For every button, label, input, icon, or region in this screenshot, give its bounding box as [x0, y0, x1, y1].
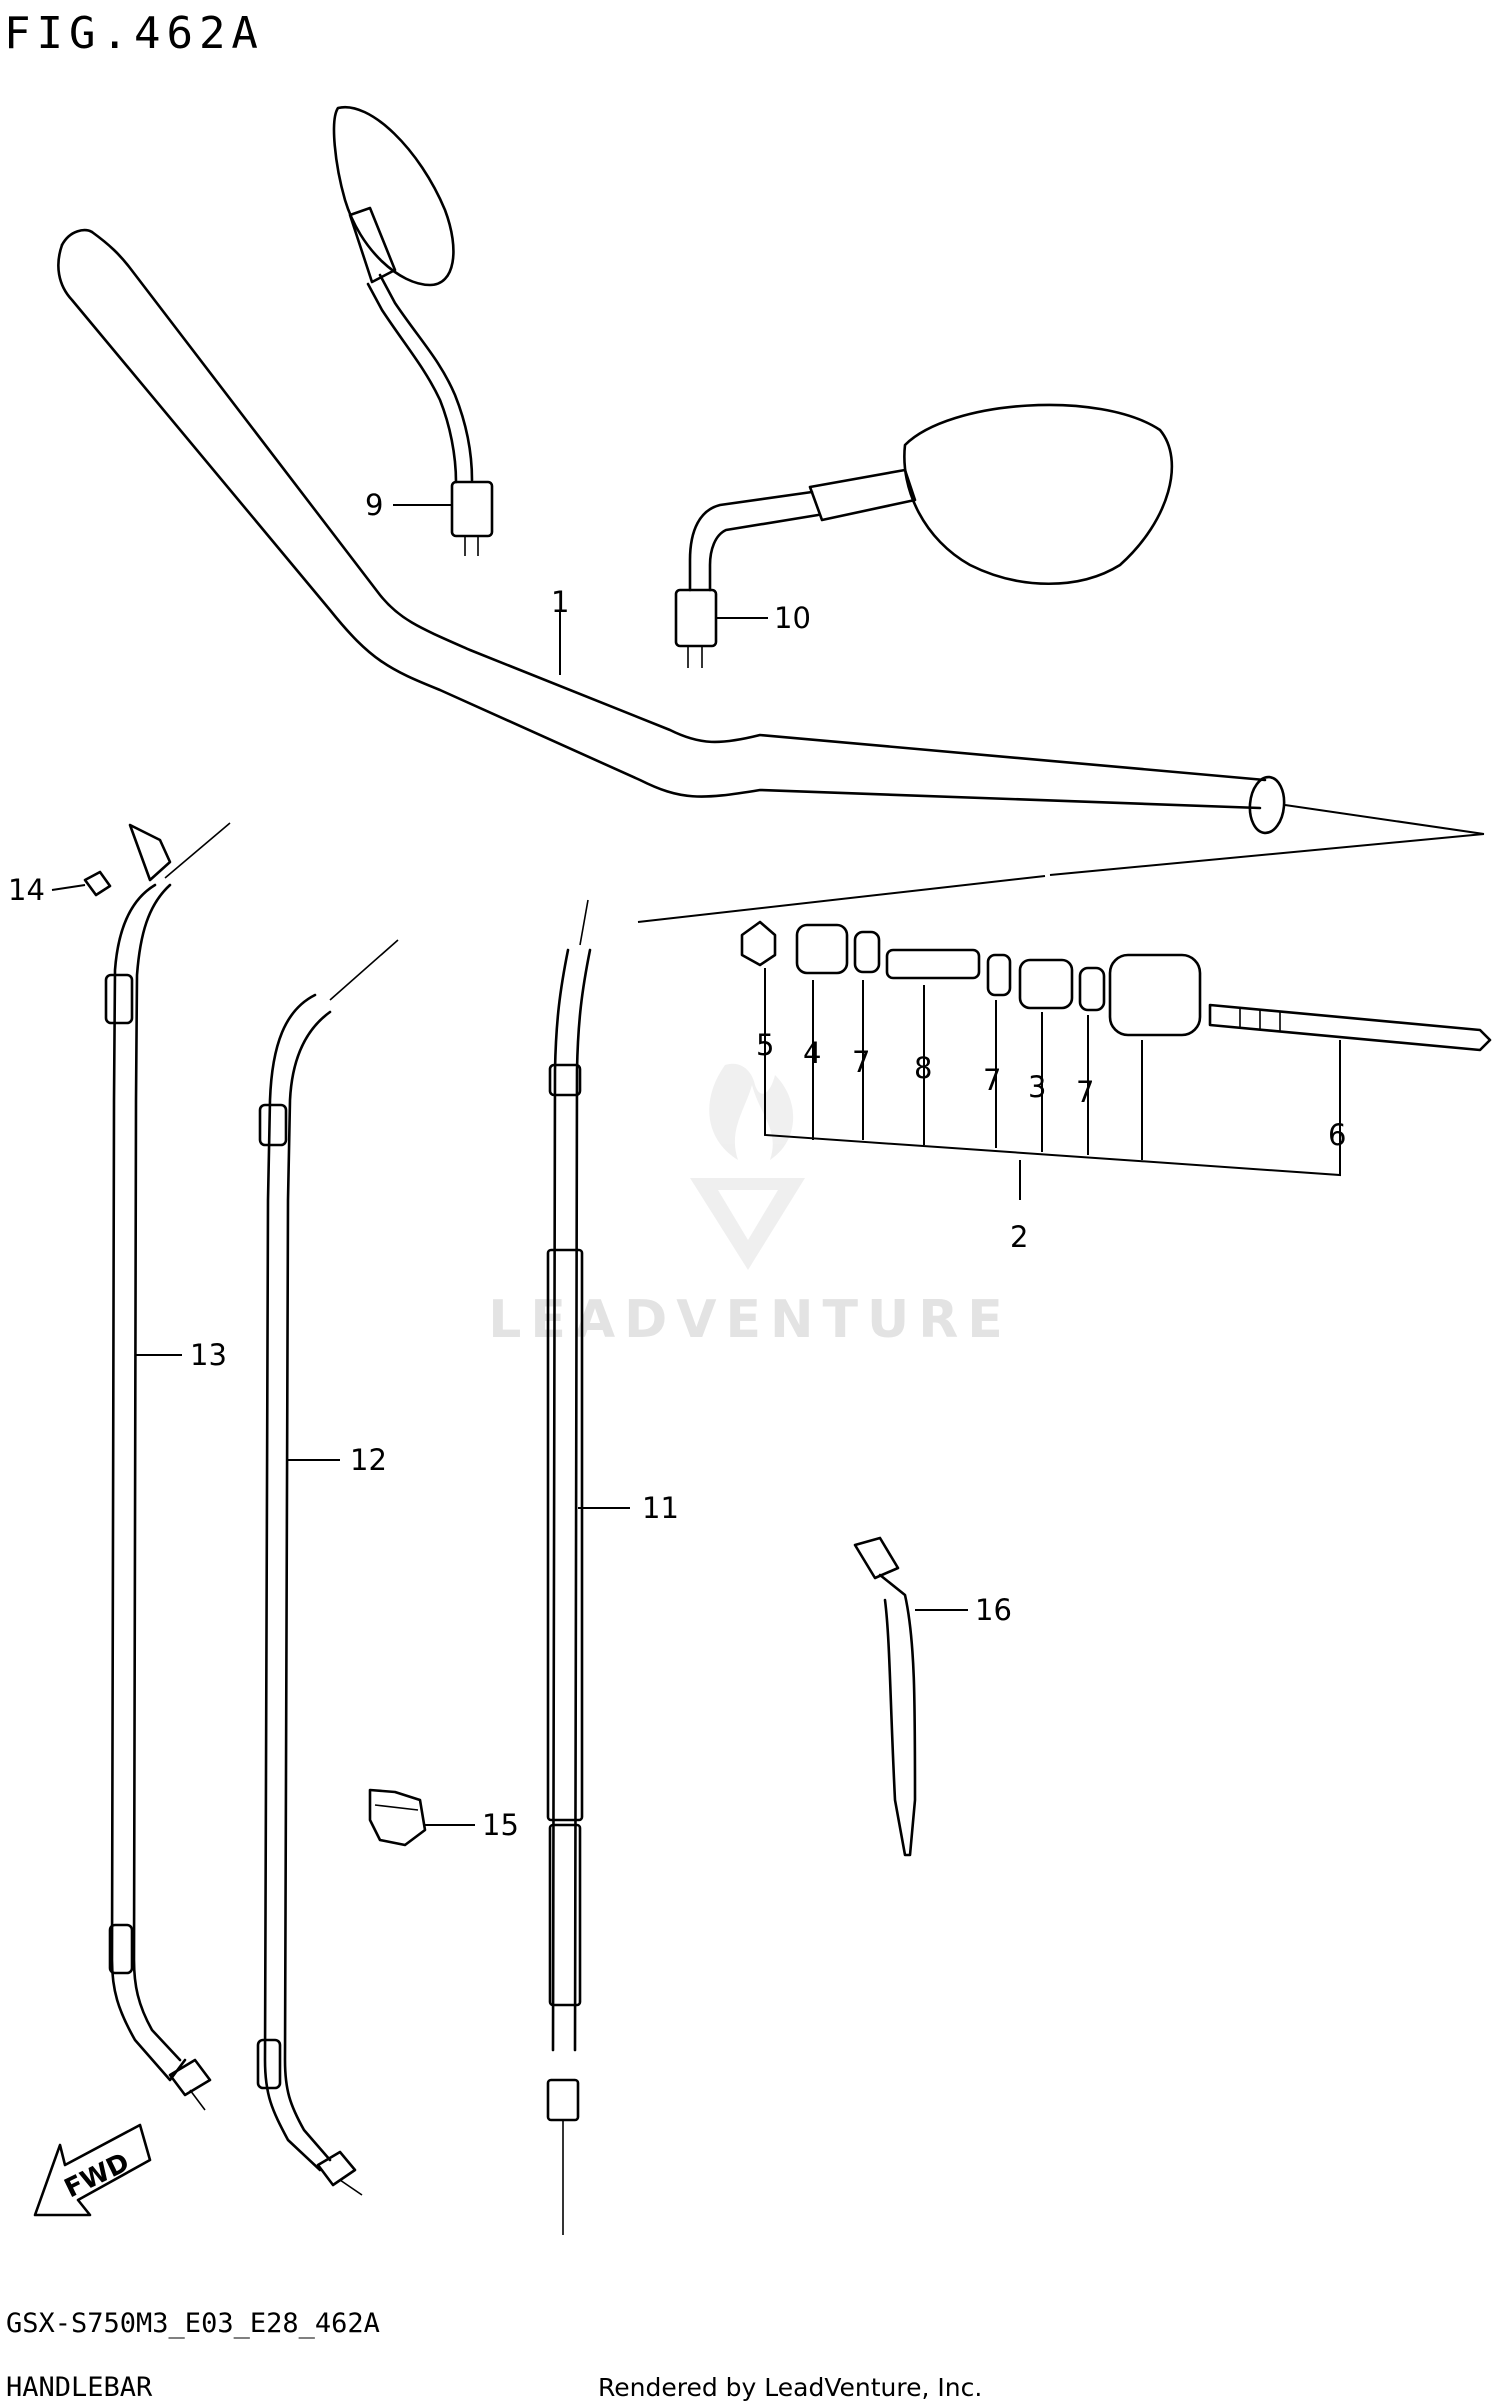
callout-12: 12 [350, 1443, 387, 1477]
callout-1: 1 [551, 585, 569, 619]
balancer-assembly [740, 920, 1492, 1200]
fwd-arrow-icon: FWD [33, 2123, 152, 2217]
callout-4: 4 [803, 1036, 821, 1070]
rendered-by: Rendered by LeadVenture, Inc. [598, 2373, 982, 2402]
callout-2: 2 [1010, 1220, 1028, 1254]
cable-tie-16 [853, 1536, 917, 1857]
cable-13 [104, 822, 231, 2111]
mirror-right [674, 403, 1174, 668]
callout-16: 16 [975, 1593, 1012, 1627]
section-name: HANDLEBAR [6, 2372, 153, 2403]
watermark-logo [690, 1063, 805, 1270]
callout-7b: 7 [983, 1063, 1001, 1097]
fwd-label: FWD [60, 2148, 134, 2205]
callout-10: 10 [774, 601, 811, 635]
callout-8: 8 [914, 1051, 932, 1085]
callout-13: 13 [190, 1338, 227, 1372]
callout-7c: 7 [1076, 1075, 1094, 1109]
callout-3: 3 [1028, 1070, 1046, 1104]
figure-title: FIG.462A [4, 8, 264, 59]
model-code: GSX-S750M3_E03_E28_462A [6, 2308, 380, 2339]
callout-11: 11 [642, 1491, 679, 1525]
bolt-14 [51, 870, 112, 897]
callout-9: 9 [365, 488, 383, 522]
watermark-text: LEADVENTURE [488, 1290, 1012, 1350]
callouts: 1 2 3 4 5 6 7 7 7 8 9 10 11 12 13 14 15 … [8, 488, 1346, 1842]
callout-7a: 7 [852, 1045, 870, 1079]
callout-6: 6 [1328, 1118, 1346, 1152]
cable-11 [546, 899, 592, 2235]
callout-15: 15 [482, 1808, 519, 1842]
callout-14: 14 [8, 873, 45, 907]
handlebar [57, 228, 1485, 923]
cable-12 [256, 939, 399, 2196]
clamp-15 [368, 1788, 427, 1847]
mirror-left [332, 105, 494, 556]
callout-5: 5 [756, 1028, 774, 1062]
